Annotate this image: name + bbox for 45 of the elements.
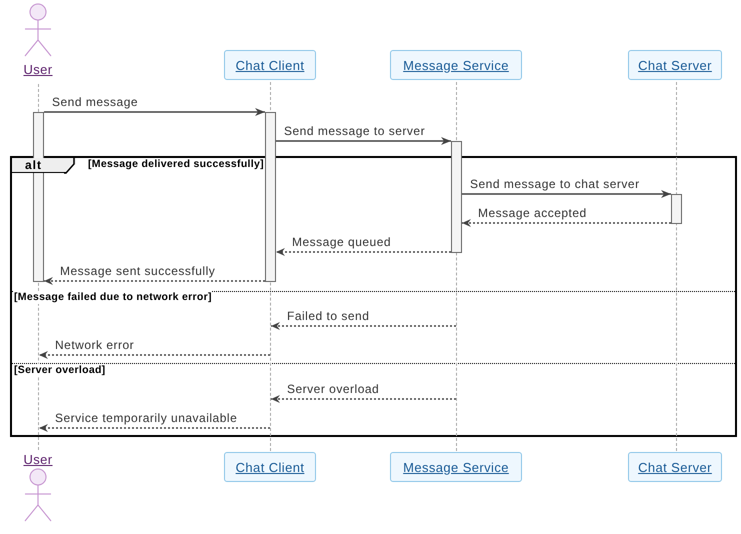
actor-name: User	[23, 62, 53, 77]
message-arrow	[44, 277, 265, 285]
guard-condition: [Message failed due to network error]	[14, 291, 212, 304]
participant-name: Chat Client	[236, 58, 304, 72]
message-arrow	[39, 424, 270, 432]
participant-name: Chat Server	[638, 460, 712, 474]
activation-bar	[671, 194, 682, 224]
message-arrow	[39, 351, 270, 359]
message-arrow	[276, 248, 451, 256]
edge-label: Service temporarily unavailable	[55, 411, 238, 425]
participant-name: Message Service	[403, 460, 509, 474]
participant-box	[628, 50, 722, 80]
participant-name: Message Service	[403, 58, 509, 72]
activation-bar	[451, 141, 462, 253]
guard-condition: [Server overload]	[14, 364, 106, 377]
edge-label: Send message to chat server	[470, 177, 640, 191]
participant-box	[224, 452, 316, 482]
lifeline	[270, 82, 271, 451]
guard-condition: [Message delivered successfully]	[88, 158, 264, 171]
edge-label: Server overload	[287, 382, 380, 396]
actor-name: User	[23, 452, 53, 467]
edge-label: Send message to server	[284, 124, 426, 138]
message-arrow	[462, 219, 671, 227]
message-arrow	[271, 322, 456, 330]
message-arrow	[44, 108, 265, 116]
message-arrow	[271, 395, 456, 403]
participant-box	[628, 452, 722, 482]
edge-label: Send message	[52, 95, 138, 109]
message-arrow	[276, 137, 451, 145]
participant-box	[224, 50, 316, 80]
message-arrow	[462, 190, 671, 198]
participant-name: Chat Server	[638, 58, 712, 72]
edge-label: Message accepted	[478, 206, 587, 220]
lifeline	[676, 82, 677, 451]
lifeline	[456, 82, 457, 451]
lifeline	[38, 84, 39, 450]
edge-label: Message queued	[292, 235, 392, 249]
participant-box	[390, 50, 522, 80]
fragment-tab: alt	[12, 158, 76, 173]
activation-bar	[265, 112, 276, 282]
edge-label: Network error	[55, 338, 134, 352]
edge-label: Failed to send	[287, 309, 370, 323]
edge-label: Message sent successfully	[60, 264, 216, 278]
participant-box	[390, 452, 522, 482]
participant-name: Chat Client	[236, 460, 304, 474]
